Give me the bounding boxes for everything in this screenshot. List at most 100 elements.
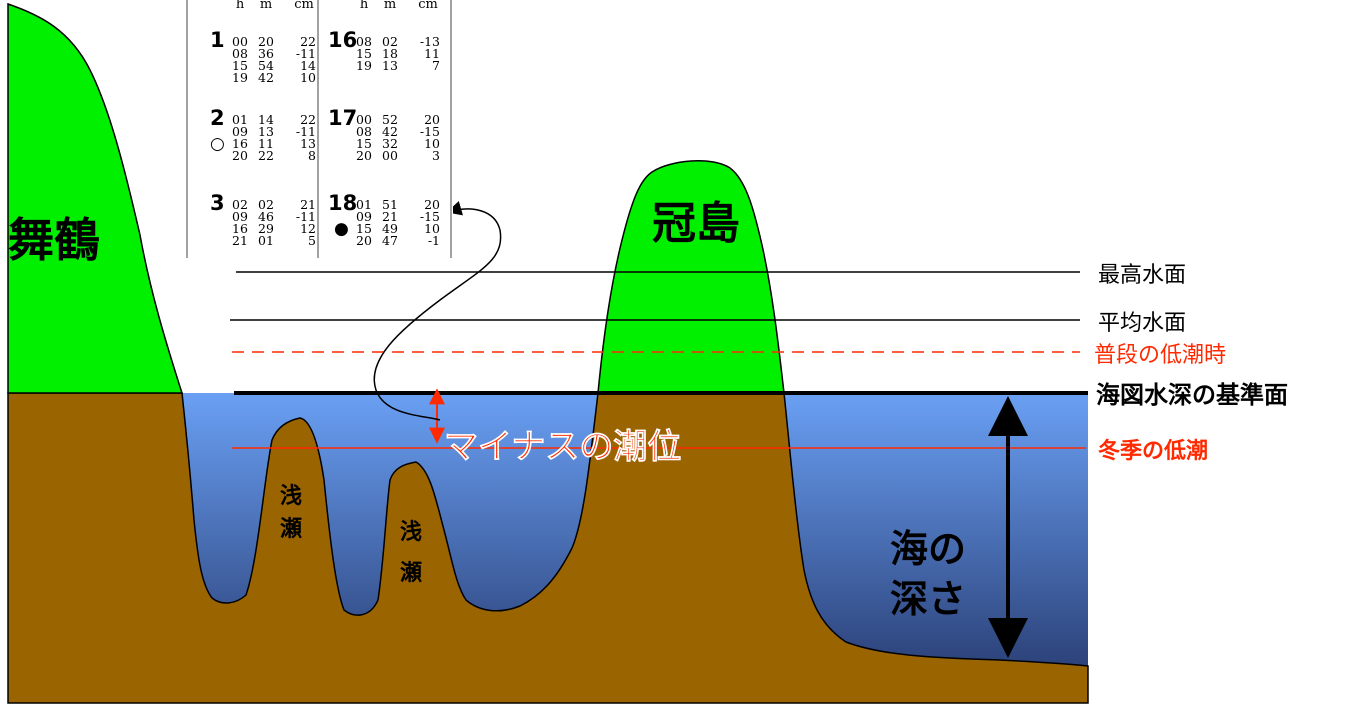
tide-left-height-cm: 14 <box>300 58 316 73</box>
maizuru-coast <box>7 2 184 394</box>
tide-left-minute: 14 <box>258 112 274 127</box>
tide-left-day-2: 2 <box>210 106 225 130</box>
tide-left-hour: 09 <box>232 209 248 224</box>
tide-left-minute: 29 <box>258 221 274 236</box>
tide-right-hour: 20 <box>356 233 372 248</box>
tide-left-height-cm: 5 <box>308 233 316 248</box>
tide-right-header-h: h <box>360 0 369 12</box>
tide-left-minute: 22 <box>258 148 274 163</box>
tide-table-pointer-curve <box>373 201 502 421</box>
tide-right-height-cm: -15 <box>420 124 440 139</box>
tide-right-height-cm: -13 <box>420 34 440 49</box>
tide-left-header-cm: cm <box>294 0 314 12</box>
tide-right-hour: 19 <box>356 58 372 73</box>
kanmurijima-island <box>597 160 785 394</box>
tide-right-height-cm: 10 <box>424 221 440 236</box>
shoal-label-2-bottom: 瀬 <box>400 561 422 586</box>
tide-left-minute: 42 <box>258 70 274 85</box>
tide-right-day-16: 16 <box>328 28 357 52</box>
tide-left-height-cm: 13 <box>300 136 316 151</box>
tide-right-hour: 00 <box>356 112 372 127</box>
tide-left-day-1: 1 <box>210 28 225 52</box>
tide-left-header-h: h <box>236 0 245 12</box>
tide-left-day-3: 3 <box>210 191 225 215</box>
minus-tide-label: マイナスの潮位 <box>444 427 681 467</box>
mean-water-level-label: 平均水面 <box>1098 311 1186 336</box>
tide-right-height-cm: 20 <box>424 112 440 127</box>
tide-right-hour: 09 <box>356 209 372 224</box>
sea-depth-label-line1: 海の <box>890 527 966 571</box>
tide-right-minute: 18 <box>382 46 398 61</box>
tide-left-height-cm: 10 <box>300 70 316 85</box>
seabed-terrain <box>7 392 1089 704</box>
chart-datum-label: 海図水深の基準面 <box>1096 381 1288 409</box>
tide-right-hour: 01 <box>356 197 372 212</box>
tide-left-hour: 15 <box>232 58 248 73</box>
tide-left-hour: 08 <box>232 46 248 61</box>
tide-table-background <box>185 0 453 258</box>
tide-left-header-m: m <box>260 0 272 12</box>
shoal-label-1-bottom: 瀬 <box>280 517 302 542</box>
sea-depth-label-line2: 深さ <box>890 577 966 621</box>
tide-right-height-cm: -15 <box>420 209 440 224</box>
winter-low-tide-label: 冬季の低潮 <box>1098 438 1208 464</box>
tide-right-minute: 00 <box>382 148 398 163</box>
tide-right-height-cm: 10 <box>424 136 440 151</box>
tide-left-minute: 46 <box>258 209 274 224</box>
tide-left-height-cm: 12 <box>300 221 316 236</box>
tide-left-hour: 01 <box>232 112 248 127</box>
tide-right-hour: 15 <box>356 221 372 236</box>
highest-water-level-label: 最高水面 <box>1098 263 1186 288</box>
tide-right-hour: 08 <box>356 124 372 139</box>
tide-left-minute: 02 <box>258 197 274 212</box>
tide-right-minute: 42 <box>382 124 398 139</box>
shoal-label-1-top: 浅 <box>280 484 302 509</box>
tide-right-height-cm: 7 <box>432 58 440 73</box>
tide-right-height-cm: 3 <box>432 148 440 163</box>
tide-left-hour: 16 <box>232 221 248 236</box>
tide-right-minute: 32 <box>382 136 398 151</box>
tide-left-hour: 16 <box>232 136 248 151</box>
tide-left-height-cm: 22 <box>300 34 316 49</box>
tide-right-header-m: m <box>384 0 396 12</box>
tide-right-hour: 15 <box>356 46 372 61</box>
tide-right-header-cm: cm <box>418 0 438 12</box>
tide-right-minute: 49 <box>382 221 398 236</box>
tide-right-hour: 08 <box>356 34 372 49</box>
tide-left-hour: 19 <box>232 70 248 85</box>
tide-left-hour: 09 <box>232 124 248 139</box>
tide-right-day-18: 18 <box>328 191 357 215</box>
tide-left-minute: 01 <box>258 233 274 248</box>
normal-low-tide-label: 普段の低潮時 <box>1094 343 1226 368</box>
tide-right-height-cm: 11 <box>424 46 440 61</box>
tide-left-height-cm: 21 <box>300 197 316 212</box>
tide-right-hour: 15 <box>356 136 372 151</box>
tide-left-moon-2: ○ <box>210 134 225 154</box>
tide-right-minute: 13 <box>382 58 398 73</box>
tide-left-height-cm: -11 <box>296 46 316 61</box>
tide-right-day-17: 17 <box>328 106 357 130</box>
kanmurijima-label: 冠島 <box>652 198 740 249</box>
tide-left-hour: 20 <box>232 148 248 163</box>
tide-left-height-cm: -11 <box>296 124 316 139</box>
shoal-label-2-top: 浅 <box>400 520 422 545</box>
tide-right-height-cm: -1 <box>428 233 440 248</box>
tide-right-height-cm: 20 <box>424 197 440 212</box>
tide-right-hour: 20 <box>356 148 372 163</box>
tide-left-height-cm: 8 <box>308 148 316 163</box>
tide-left-hour: 02 <box>232 197 248 212</box>
tide-right-minute: 02 <box>382 34 398 49</box>
tide-right-minute: 52 <box>382 112 398 127</box>
tide-left-height-cm: 22 <box>300 112 316 127</box>
tide-right-minute: 47 <box>382 233 398 248</box>
tide-left-minute: 36 <box>258 46 274 61</box>
maizuru-label: 舞鶴 <box>8 213 100 267</box>
tide-right-minute: 21 <box>382 209 398 224</box>
tide-left-minute: 20 <box>258 34 274 49</box>
tide-right-moon-18: ● <box>334 219 349 239</box>
tide-left-hour: 00 <box>232 34 248 49</box>
